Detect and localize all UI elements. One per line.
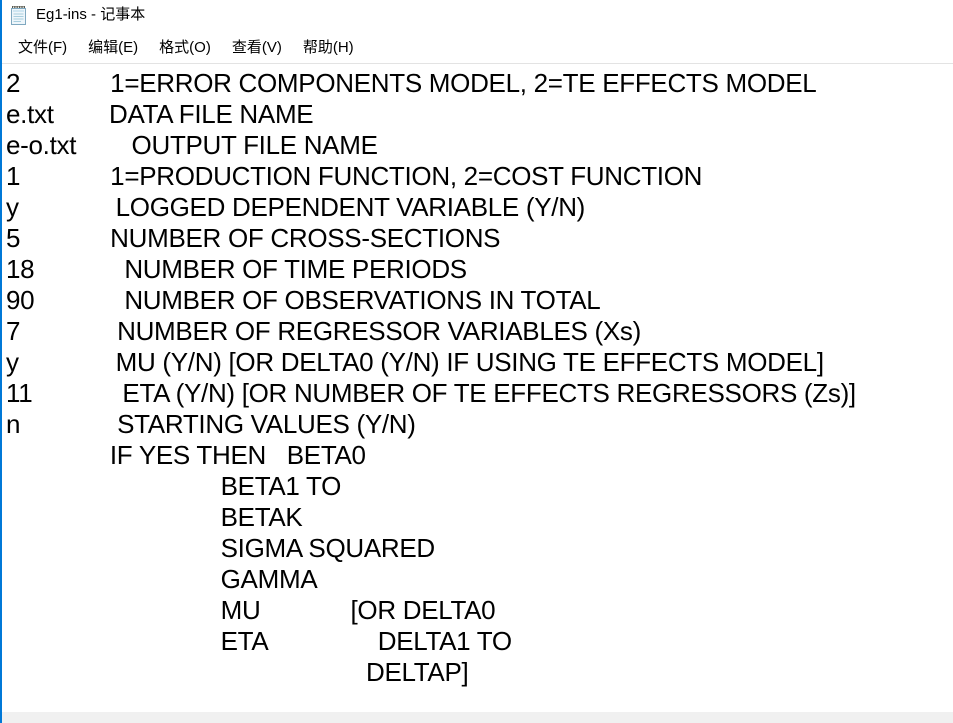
text-line: IF YES THEN BETA0 [6,440,366,470]
window-left-border [0,0,2,723]
menu-item-view[interactable]: 查看(V) [231,39,282,56]
text-line: n STARTING VALUES (Y/N) [6,409,416,439]
menu-bar: 文件(F) 编辑(E) 格式(O) 查看(V) 帮助(H) [2,30,953,64]
text-line: SIGMA SQUARED [6,533,436,563]
text-line: GAMMA [6,564,318,594]
text-line: DELTAP] [6,657,469,687]
notepad-icon[interactable] [8,5,29,26]
text-line: e.txt DATA FILE NAME [6,99,314,129]
menu-item-format[interactable]: 格式(O) [159,39,211,56]
text-line: 11 ETA (Y/N) [OR NUMBER OF TE EFFECTS RE… [6,378,856,408]
text-line: 1 1=PRODUCTION FUNCTION, 2=COST FUNCTION [6,161,703,191]
text-line: MU [OR DELTA0 [6,595,496,625]
horizontal-scrollbar[interactable] [2,712,953,723]
text-line: 2 1=ERROR COMPONENTS MODEL, 2=TE EFFECTS… [6,68,817,98]
menu-item-help[interactable]: 帮助(H) [302,39,354,56]
text-line: e-o.txt OUTPUT FILE NAME [6,130,378,160]
text-line: BETA1 TO [6,471,342,501]
title-bar[interactable]: Eg1-ins - 记事本 [2,0,953,30]
text-line: y MU (Y/N) [OR DELTA0 (Y/N) IF USING TE … [6,347,824,377]
text-line: 90 NUMBER OF OBSERVATIONS IN TOTAL [6,285,601,315]
text-line: 5 NUMBER OF CROSS-SECTIONS [6,223,501,253]
window-title: Eg1-ins - 记事本 [36,6,146,23]
text-line: 7 NUMBER OF REGRESSOR VARIABLES (Xs) [6,316,641,346]
text-line: ETA DELTA1 TO [6,626,512,656]
menu-item-file[interactable]: 文件(F) [18,39,68,56]
text-line: BETAK [6,502,303,532]
menu-item-edit[interactable]: 编辑(E) [88,39,139,56]
text-line: 18 NUMBER OF TIME PERIODS [6,254,467,284]
text-line: y LOGGED DEPENDENT VARIABLE (Y/N) [6,192,586,222]
text-editor[interactable]: 2 1=ERROR COMPONENTS MODEL, 2=TE EFFECTS… [2,64,953,712]
